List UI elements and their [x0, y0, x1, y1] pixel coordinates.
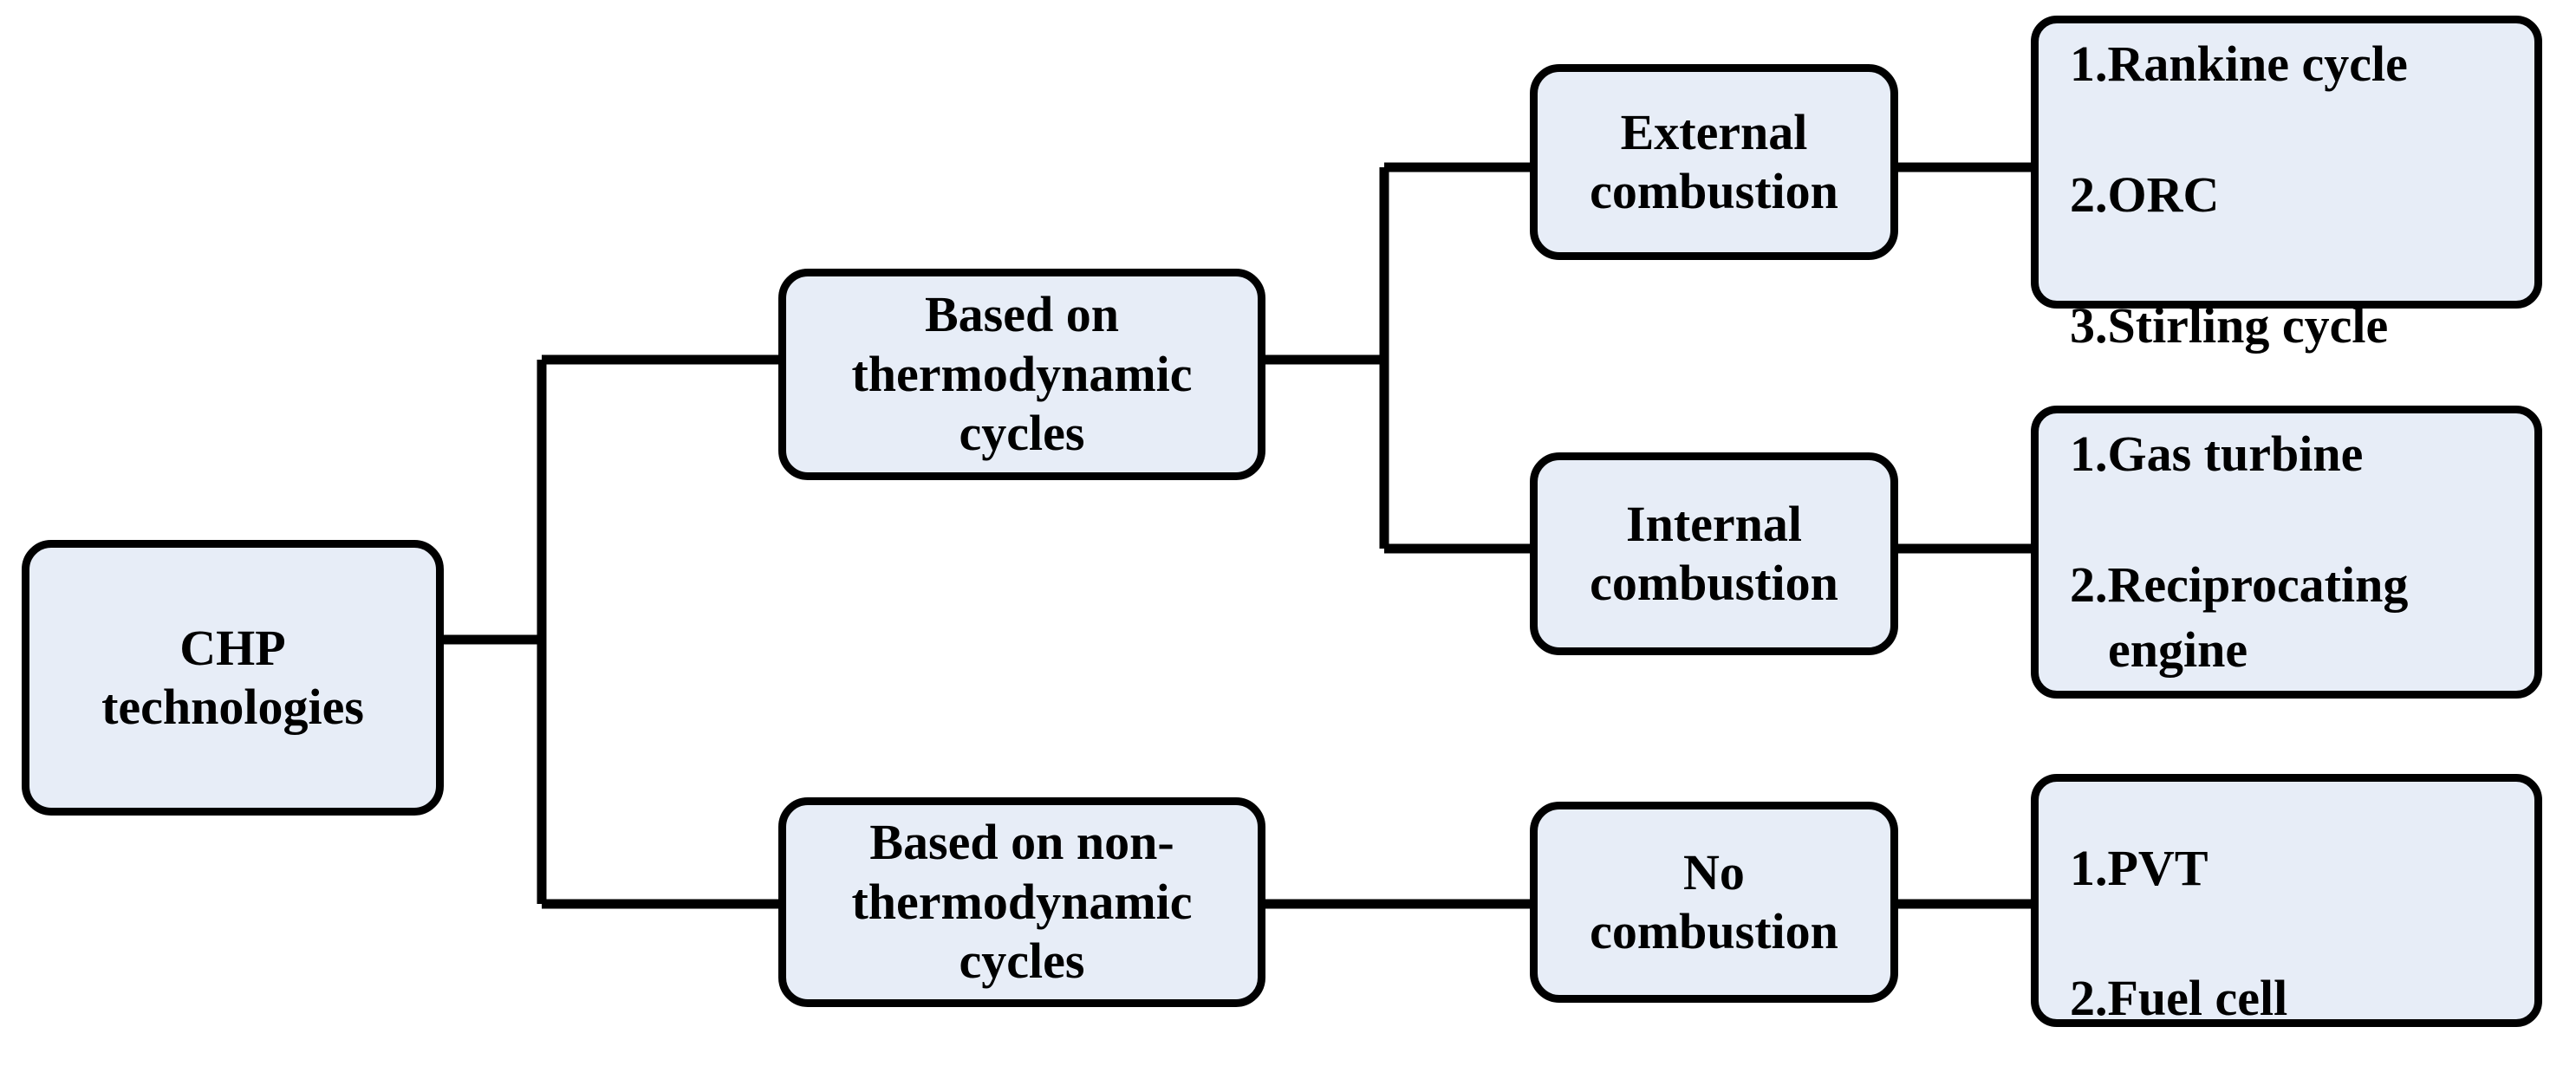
leaf-external-combustion-technologies[interactable]: 1.Rankine cycle 2.ORC 3.Stirling cycle — [2031, 16, 2542, 354]
leaf-internal-combustion-list: 1.Gas turbine 2.Reciprocating engine — [2039, 356, 2534, 748]
leaf-internal-item-2: 2.Reciprocating — [2070, 556, 2409, 613]
node-based-on-non-thermodynamic-cycles-label: Based on non- thermodynamic cycles — [851, 814, 1193, 990]
leaf-external-item-3: 3.Stirling cycle — [2070, 296, 2389, 354]
node-chp-technologies-label: CHP technologies — [101, 619, 364, 735]
node-internal-combustion[interactable]: Internal combustion — [1530, 452, 1898, 655]
node-based-on-thermodynamic-cycles[interactable]: Based on thermodynamic cycles — [778, 269, 1265, 480]
leaf-external-item-1: 1.Rankine cycle — [2070, 36, 2408, 93]
leaf-internal-item-2-continuation: engine — [2108, 621, 2248, 679]
node-based-on-thermodynamic-cycles-label: Based on thermodynamic cycles — [851, 286, 1193, 462]
leaf-external-item-2: 2.ORC — [2070, 166, 2220, 223]
leaf-internal-combustion-technologies[interactable]: 1.Gas turbine 2.Reciprocating engine — [2031, 406, 2542, 699]
node-external-combustion[interactable]: External combustion — [1530, 64, 1898, 260]
leaf-external-combustion-list: 1.Rankine cycle 2.ORC 3.Stirling cycle — [2039, 0, 2534, 358]
leaf-nocombustion-item-2: 2.Fuel cell — [2070, 970, 2288, 1027]
node-chp-technologies[interactable]: CHP technologies — [22, 540, 444, 816]
node-based-on-non-thermodynamic-cycles[interactable]: Based on non- thermodynamic cycles — [778, 797, 1265, 1007]
leaf-nocombustion-item-1: 1.PVT — [2070, 839, 2208, 896]
node-internal-combustion-label: Internal combustion — [1590, 495, 1838, 611]
leaf-no-combustion-technologies[interactable]: 1.PVT 2.Fuel cell — [2031, 774, 2542, 1027]
node-no-combustion[interactable]: No combustion — [1530, 802, 1898, 1003]
node-no-combustion-label: No combustion — [1590, 843, 1838, 959]
leaf-no-combustion-list: 1.PVT 2.Fuel cell — [2039, 770, 2534, 1031]
node-external-combustion-label: External combustion — [1590, 103, 1838, 219]
leaf-internal-item-1: 1.Gas turbine — [2070, 426, 2364, 483]
